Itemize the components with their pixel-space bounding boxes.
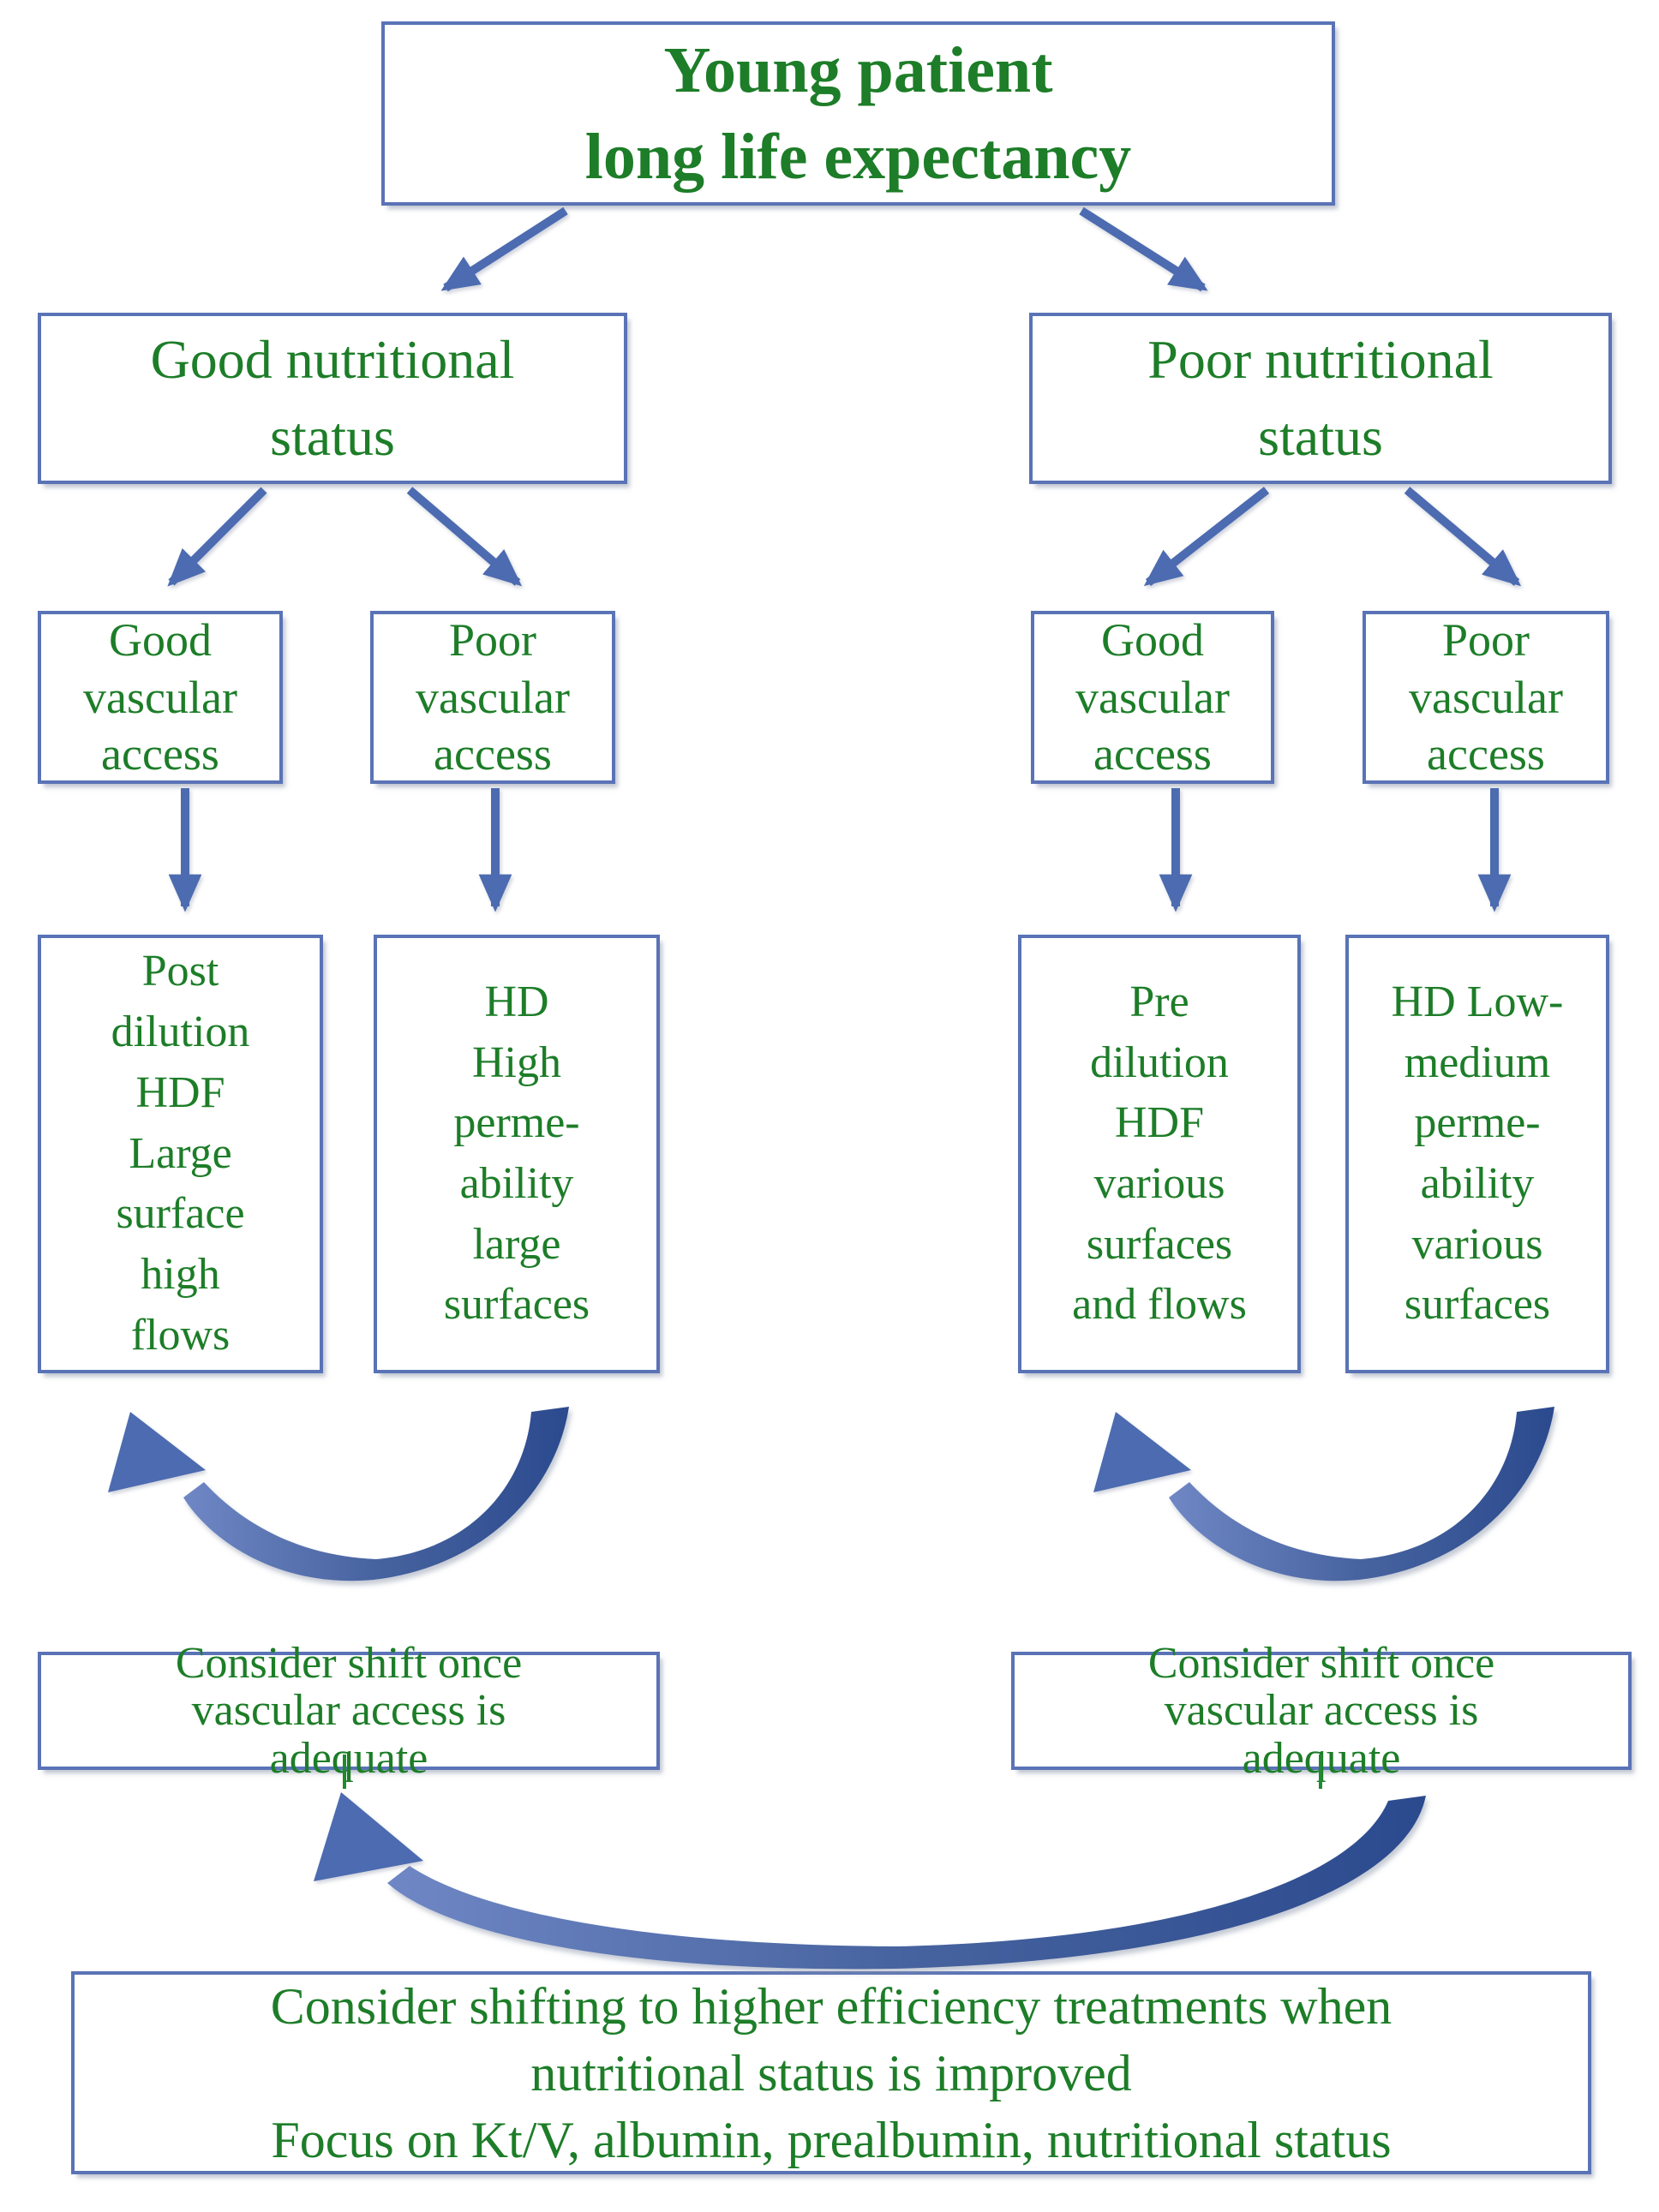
box-text-line: various (1411, 1219, 1543, 1269)
box-text-line: Focus on Kt/V, albumin, prealbumin, nutr… (271, 2111, 1392, 2168)
box-text-line: surface (116, 1189, 245, 1239)
box-text-line: vascular (83, 671, 237, 723)
curved-arrow-shift-left-head-icon (108, 1412, 206, 1492)
box-text-line: access (434, 728, 552, 780)
curved-arrow-consider-shift (387, 1796, 1426, 1970)
arrow-poor-nutrition-to-poor-vascular (1404, 487, 1522, 587)
box-text-line: ability (459, 1159, 574, 1208)
pre-dilution-hdf-box: Pre dilution HDF various surfaces and fl… (1018, 935, 1301, 1373)
box-text-line: Poor nutritional (1147, 329, 1494, 391)
good-vascular-access-box-right: Good vascular access (1031, 611, 1274, 784)
box-text-line: Good nutritional (150, 329, 515, 391)
good-vascular-access-box-left: Good vascular access (38, 611, 283, 784)
footer-advice-box: Consider shifting to higher efficiency t… (71, 1971, 1591, 2174)
box-text-line: HD (484, 977, 549, 1026)
box-text-line: Post (141, 947, 219, 996)
box-text-line: access (1427, 728, 1545, 780)
box-text-line: High (472, 1037, 561, 1087)
box-text-line: dilution (111, 1007, 250, 1057)
consider-shift-box-left: Consider shift once vascular access is a… (38, 1640, 660, 1782)
box-text-line: status (1258, 406, 1383, 467)
box-text-line: surfaces (1086, 1219, 1233, 1269)
poor-nutritional-status-box: Poor nutritional status (1029, 313, 1612, 484)
box-text-line: HDF (1114, 1098, 1205, 1148)
box-text-line: dilution (1090, 1037, 1229, 1087)
box-text-line: vascular access is (191, 1686, 506, 1736)
curved-arrow-shift-left (183, 1407, 569, 1581)
box-text-line: surfaces (443, 1280, 590, 1330)
box-text-line: Poor (448, 613, 536, 666)
box-text-line: HD Low- (1391, 977, 1564, 1026)
box-text-line: vascular (1409, 671, 1563, 723)
box-text-line: adequate (1242, 1733, 1401, 1783)
consider-shift-box-right: Consider shift once vascular access is a… (1011, 1640, 1632, 1782)
box-text-line: nutritional status is improved (530, 2044, 1132, 2101)
box-text-line: flows (130, 1310, 231, 1360)
box-text-line: high (141, 1250, 220, 1300)
box-text-line: ability (1420, 1159, 1535, 1208)
poor-vascular-access-box-left: Poor vascular access (370, 611, 615, 784)
arrow-poor-nutrition-to-good-vascular (1143, 487, 1270, 587)
poor-vascular-access-box-right: Poor vascular access (1363, 611, 1609, 784)
box-text-line: access (1093, 728, 1212, 780)
box-text-line: perme- (453, 1098, 580, 1148)
arrow-root-to-poor-nutrition (1079, 206, 1208, 292)
box-text-line: access (101, 728, 219, 780)
arrow-good-nutrition-to-poor-vascular (406, 487, 523, 587)
box-text-line: Large (129, 1128, 232, 1178)
young-patient-box: Young patient long life expectancy (381, 21, 1335, 206)
box-text-line: medium (1404, 1037, 1551, 1087)
box-text-line: status (270, 406, 395, 467)
box-text-line: Consider shift once (1147, 1639, 1495, 1689)
hd-high-permeability-box: HD High perme- ability large surfaces (374, 935, 660, 1373)
box-text-line: perme- (1414, 1098, 1541, 1148)
curved-arrow-shift-right (1169, 1407, 1554, 1581)
box-text-line: vascular access is (1164, 1686, 1479, 1736)
box-text-line: adequate (269, 1733, 428, 1783)
arrow-root-to-good-nutrition (440, 206, 568, 292)
arrow-good-nutrition-to-good-vascular (167, 487, 267, 587)
good-nutritional-status-box: Good nutritional status (38, 313, 627, 484)
box-text-line: vascular (416, 671, 570, 723)
box-text-line: Consider shift once (175, 1639, 523, 1689)
box-text-line: Good (109, 613, 212, 666)
curved-arrow-shift-right-head-icon (1093, 1412, 1191, 1492)
box-text-line: Poor (1441, 613, 1530, 666)
curved-arrow-consider-shift-head-icon (314, 1792, 423, 1881)
box-text-line: large (472, 1219, 561, 1269)
box-text-line: Good (1101, 613, 1204, 666)
box-text-line: various (1093, 1159, 1225, 1208)
box-text-line: vascular (1075, 671, 1230, 723)
box-text-line: Young patient (663, 34, 1053, 107)
box-text-line: and flows (1072, 1280, 1247, 1330)
post-dilution-hdf-box: Post dilution HDF Large surface high flo… (38, 935, 323, 1373)
box-text-line: surfaces (1404, 1280, 1551, 1330)
hd-low-medium-permeability-box: HD Low- medium perme- ability various su… (1345, 935, 1609, 1373)
box-text-line: Pre (1129, 977, 1189, 1026)
box-text-line: long life expectancy (584, 120, 1132, 193)
box-text-line: HDF (135, 1067, 225, 1117)
box-text-line: Consider shifting to higher efficiency t… (270, 1977, 1392, 2035)
